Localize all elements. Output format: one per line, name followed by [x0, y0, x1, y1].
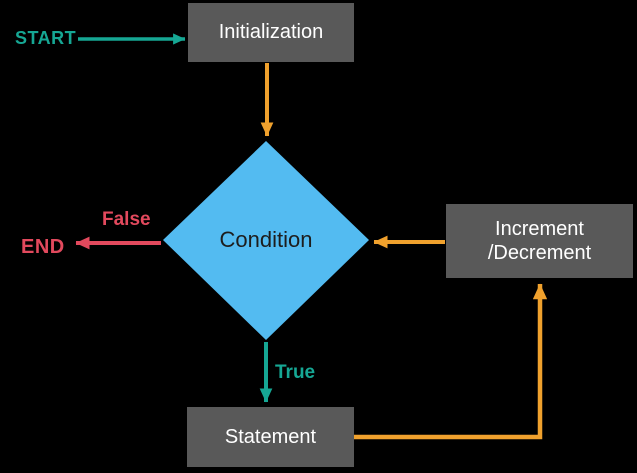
start-label: START — [15, 28, 77, 48]
increment-decrement-box: Increment /Decrement — [446, 204, 633, 278]
edge-statement-to-increment — [354, 283, 548, 440]
condition-label: Condition — [219, 227, 313, 252]
statement-box: Statement — [187, 407, 354, 467]
end-label: END — [21, 236, 65, 258]
statement-label: Statement — [224, 425, 317, 448]
initialization-label: Initialization — [218, 21, 324, 44]
increment-label-line2: /Decrement — [487, 242, 592, 264]
true-edge-label: True — [275, 362, 316, 383]
false-edge-label: False — [102, 209, 151, 230]
condition-diamond — [163, 141, 369, 340]
initialization-box: Initialization — [188, 3, 354, 62]
increment-label-line1: Increment — [495, 217, 584, 240]
